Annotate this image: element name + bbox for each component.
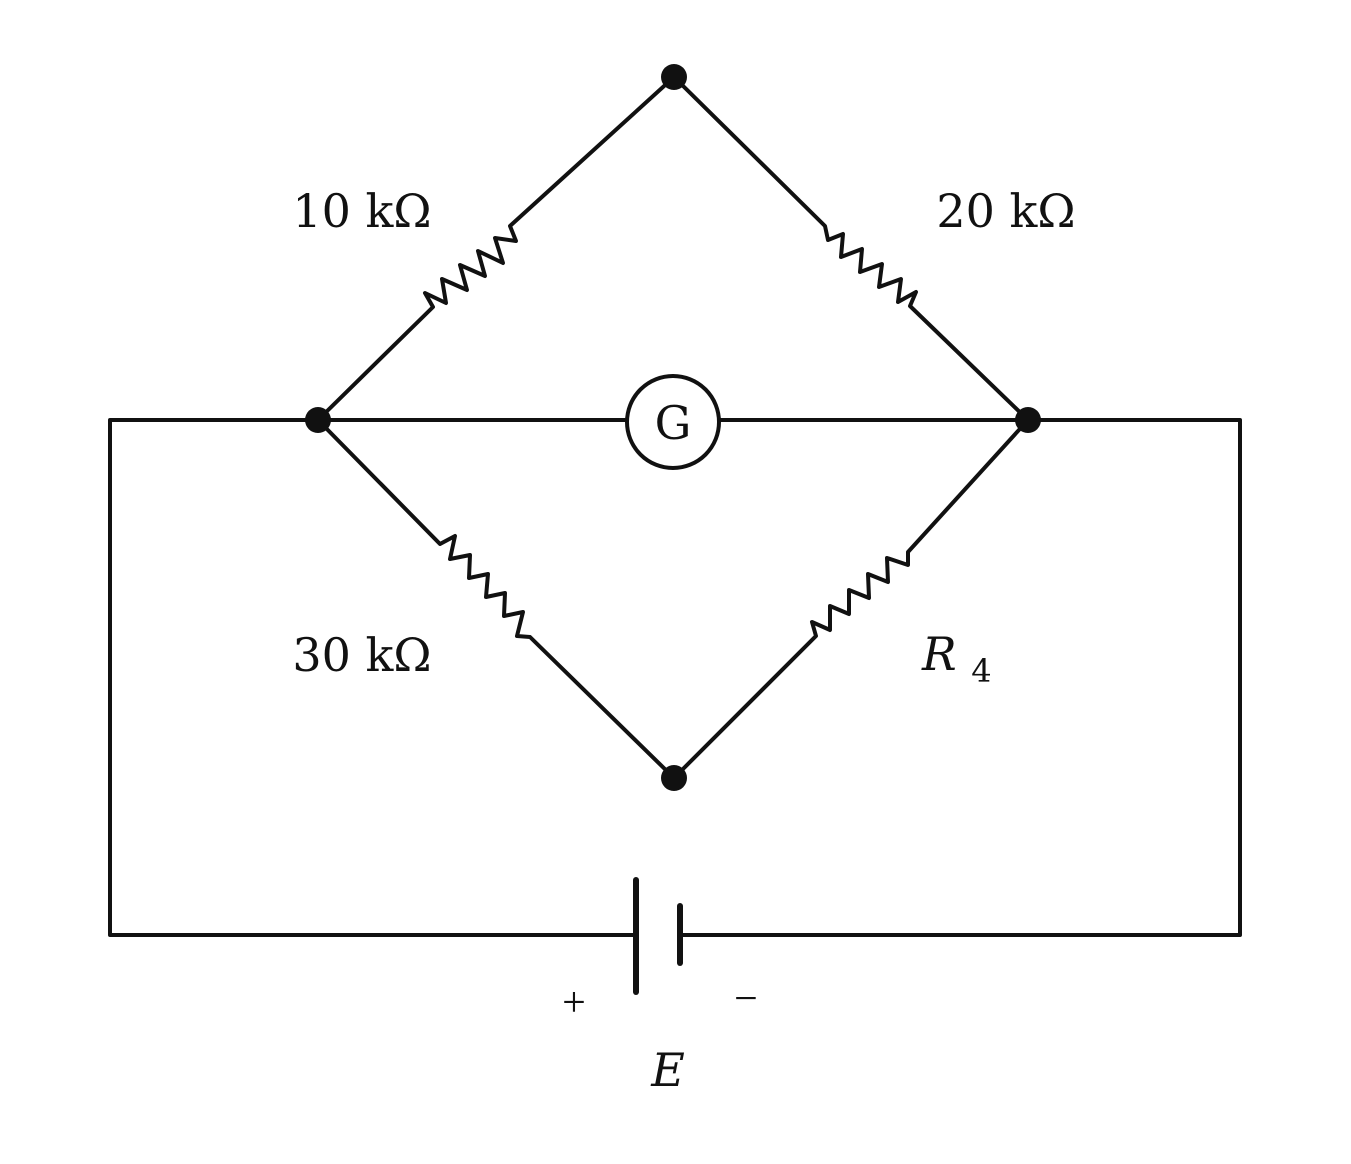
battery-negative-sign: − (734, 976, 758, 1022)
battery-label: E (650, 1043, 685, 1097)
left-node (305, 407, 331, 433)
battery-positive-sign: + (562, 980, 586, 1026)
resistor-top-right (672, 75, 1030, 422)
label-bottom-right-resistor: R 4 (921, 627, 992, 690)
right-outer-wire (678, 418, 1242, 937)
resistor-symbol-r: R (921, 627, 957, 681)
resistor-bottom-left (316, 418, 676, 780)
galvanometer-label: G (655, 396, 692, 450)
resistor-bottom-right (672, 418, 1030, 780)
right-node (1015, 407, 1041, 433)
galvanometer: G (625, 374, 721, 470)
label-top-left-resistor: 10 kΩ (292, 184, 431, 238)
top-node (661, 64, 687, 90)
resistor-top-left (316, 75, 676, 422)
label-top-right-resistor: 20 kΩ (936, 184, 1075, 238)
left-outer-wire (108, 418, 638, 937)
resistor-subscript-4: 4 (971, 652, 991, 690)
label-bottom-left-resistor: 30 kΩ (292, 628, 431, 682)
bottom-node (661, 765, 687, 791)
galvanometer-circle (625, 374, 721, 470)
